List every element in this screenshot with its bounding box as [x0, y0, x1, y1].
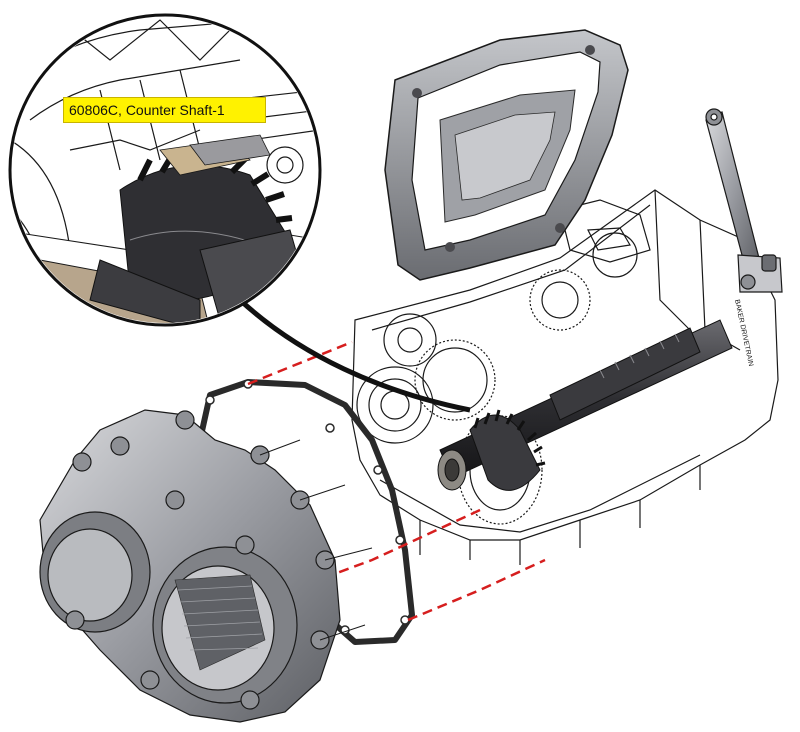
- counter-shaft-icon: [437, 319, 733, 491]
- part-callout-label: 60806C, Counter Shaft-1: [63, 97, 266, 123]
- top-cover-icon: [384, 29, 629, 281]
- guide-line-top: [247, 340, 353, 386]
- dashed-guide-lines: [247, 340, 546, 622]
- guide-line-middle: [317, 508, 481, 582]
- end-cover-icon: [39, 409, 373, 723]
- magnifier-icon: [8, 13, 322, 327]
- guide-line-bottom: [407, 558, 546, 622]
- shift-lever-icon: [705, 108, 783, 293]
- magnifier-connector: [238, 298, 471, 413]
